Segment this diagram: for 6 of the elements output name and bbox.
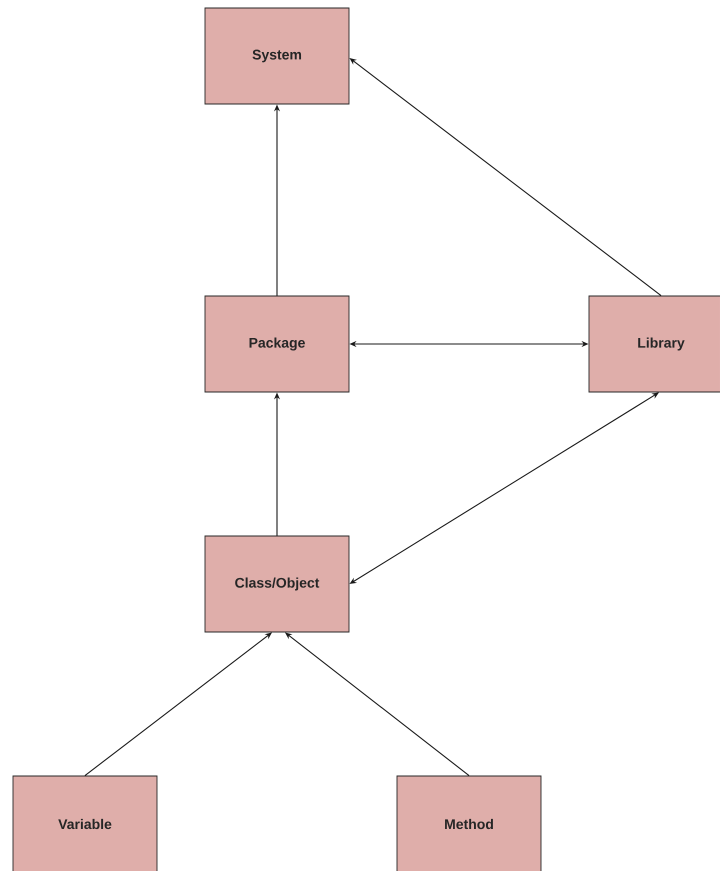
process-box: Method <box>396 776 542 871</box>
process-box: Library <box>588 296 720 392</box>
process-box: Package <box>204 296 350 392</box>
process-box: Class/Object <box>204 536 350 632</box>
process-box: Variable <box>12 776 158 871</box>
process-box: System <box>204 8 350 104</box>
